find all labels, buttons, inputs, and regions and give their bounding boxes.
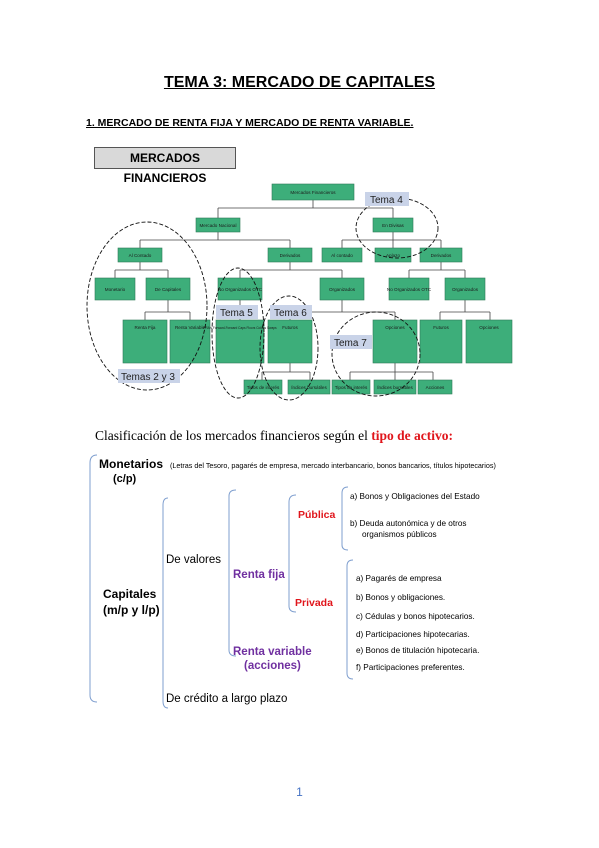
box-monetario (94, 277, 136, 301)
box-al-contado-left (117, 247, 163, 263)
box-mercado-nacional (195, 217, 241, 233)
box-futuros-right (419, 319, 463, 364)
label-fras: FRA's Forward-Forward Caps Floors Collar… (203, 326, 277, 330)
label-al-contado-right: Al contado (331, 253, 353, 258)
label-futuros-left: Futuros (282, 325, 298, 330)
tema5-label: Tema 5 (220, 308, 253, 319)
label-derivados-right: Derivados (431, 253, 452, 258)
monetarios-term: (c/p) (113, 473, 137, 485)
box-en-divisas (372, 217, 414, 233)
label-no-organizados-right: No Organizados OTC (387, 287, 432, 292)
box-no-organizados-right (388, 277, 430, 301)
privada-item-c: c) Cédulas y bonos hipotecarios. (356, 612, 475, 621)
label-derivados-mid: Derivados (280, 253, 301, 258)
privada-item-a: a) Pagarés de empresa (356, 574, 442, 583)
label-acciones: Acciones (426, 385, 445, 390)
label-tipos-interes-2: Tipos de interés (335, 385, 368, 390)
capitales-label: Capitales (103, 587, 157, 601)
box-derivados-mid (267, 247, 313, 263)
label-mercado-nacional: Mercado Nacional (199, 223, 236, 228)
tema5-bg (216, 305, 258, 319)
box-root (271, 183, 355, 201)
mercados-financieros-label: MERCADOS FINANCIEROS (94, 147, 236, 185)
temas23-label: Temas 2 y 3 (121, 372, 175, 383)
renta-variable-label: Renta variable (233, 646, 312, 658)
box-organizados-mid (319, 277, 365, 301)
box-futuros-left (267, 319, 313, 364)
publica-item-a: a) Bonos y Obligaciones del Estado (350, 492, 480, 501)
label-monetario: Monetario (105, 287, 126, 292)
label-al-contado-left: Al Contado (129, 253, 152, 258)
label-opciones-right: Opciones (479, 325, 499, 330)
tema7-bg (330, 335, 372, 349)
box-opciones-right (465, 319, 513, 364)
monetarios-detail: (Letras del Tesoro, pagarés de empresa, … (170, 461, 496, 470)
privada-item-d: d) Participaciones hipotecarias. (356, 630, 470, 639)
de-credito-label: De crédito a largo plazo (166, 693, 287, 705)
renta-fija-label: Renta fija (233, 569, 285, 581)
monetarios-label: Monetarios (99, 457, 163, 471)
tema6-bg (270, 305, 312, 319)
box-indices-2 (373, 379, 417, 395)
label-futuros-right: Futuros (433, 325, 449, 330)
classification-heading: Clasificación de los mercados financiero… (95, 428, 453, 443)
label-indices-2: Índices bursátiles (377, 384, 413, 390)
box-derivados-right (419, 247, 463, 263)
publica-label: Pública (298, 509, 336, 521)
capitales-term: (m/p y l/p) (103, 603, 160, 617)
privada-item-b: b) Bonos y obligaciones. (356, 593, 445, 602)
box-aplazo (374, 247, 412, 263)
tema7-label: Tema 7 (334, 338, 367, 349)
classification-diagram: Clasificación de los mercados financiero… (89, 428, 496, 709)
classification-heading-text: Clasificación de los mercados financiero… (95, 428, 371, 443)
label-indices-1: Índices bursátiles (291, 384, 327, 390)
page-title: TEMA 3: MERCADO DE CAPITALES (163, 74, 436, 91)
label-opciones-mid: Opciones (385, 325, 405, 330)
tema6-label: Tema 6 (274, 308, 307, 319)
label-en-divisas: En Divisas (382, 223, 404, 228)
org-chart: Mercados Financieros Mercado Nacional En… (86, 183, 513, 401)
label-aplazo: Aplazo (386, 253, 400, 258)
box-renta-fija (122, 319, 168, 364)
box-fras (215, 319, 265, 364)
ring-tema6 (259, 295, 319, 401)
label-root: Mercados Financieros (290, 190, 336, 195)
box-indices-1 (287, 379, 331, 395)
box-no-organizados-left (217, 277, 263, 301)
label-renta-variable: Renta Variable (175, 325, 205, 330)
box-acciones (417, 379, 453, 395)
ring-tema5 (211, 267, 265, 399)
tema4-bg (365, 192, 409, 206)
acciones-label: (acciones) (244, 660, 301, 672)
box-tipos-interes-2 (331, 379, 371, 395)
label-organizados-mid: Organizados (329, 287, 356, 292)
ring-tema7 (331, 311, 421, 397)
temas23-bg (118, 369, 180, 383)
box-al-contado-right (321, 247, 363, 263)
publica-item-b-cont: organismos públicos (362, 530, 437, 539)
label-de-capitales: De Capitales (155, 287, 182, 292)
label-tipos-interes-1: Tipos de interés (247, 385, 280, 390)
label-organizados-right: Organizados (452, 287, 479, 292)
tema4-label: Tema 4 (370, 195, 403, 206)
brackets (89, 454, 354, 709)
classification-heading-highlight: tipo de activo: (371, 428, 453, 443)
ring-temas23 (86, 221, 208, 391)
privada-label: Privada (295, 597, 333, 609)
privada-item-e: e) Bonos de titulación hipotecaria. (356, 646, 479, 655)
box-organizados-right (444, 277, 486, 301)
section-heading: 1. MERCADO DE RENTA FIJA Y MERCADO DE RE… (86, 117, 414, 129)
label-no-organizados-left: No Organizados OTC (218, 287, 263, 292)
box-renta-variable (169, 319, 211, 364)
page-number: 1 (296, 785, 303, 799)
de-valores-label: De valores (166, 554, 221, 566)
box-de-capitales (145, 277, 191, 301)
privada-item-f: f) Participaciones preferentes. (356, 663, 465, 672)
publica-item-b: b) Deuda autonómica y de otros (350, 519, 467, 528)
label-renta-fija: Renta Fija (135, 325, 156, 330)
